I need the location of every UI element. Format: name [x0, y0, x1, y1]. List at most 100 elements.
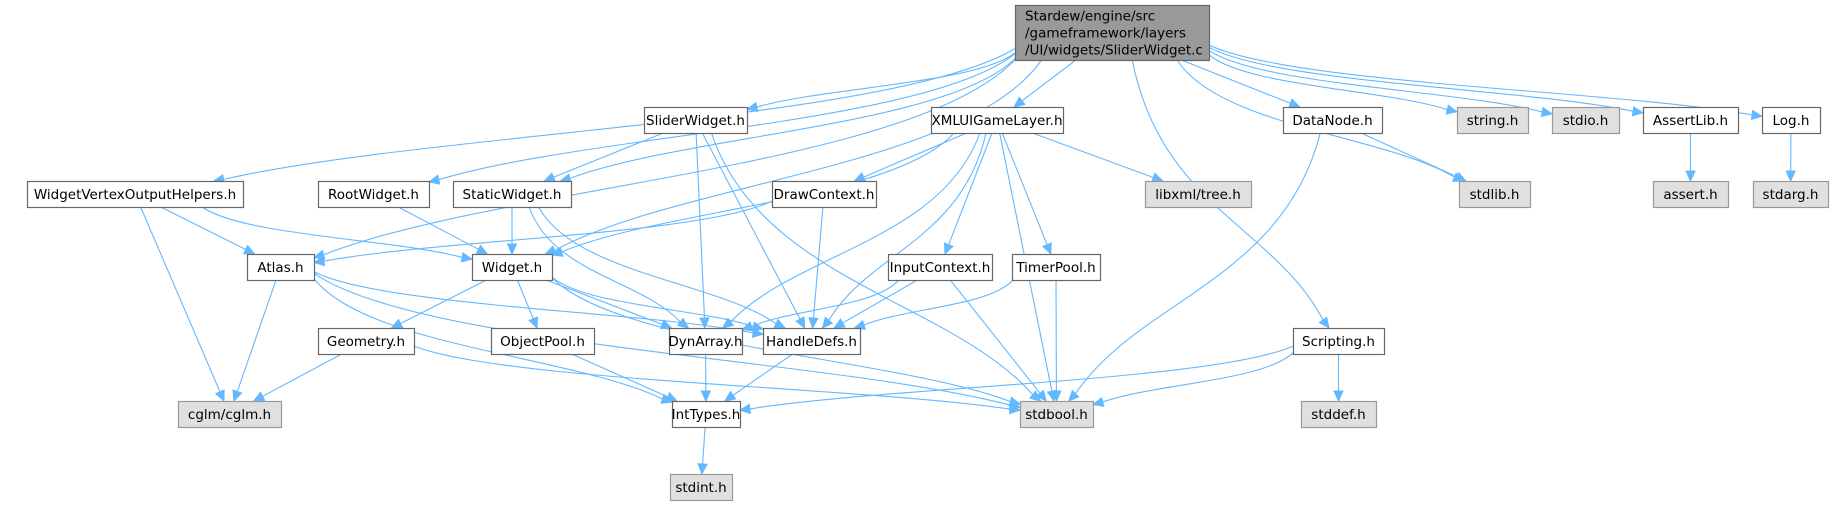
- node-drawcontext-h[interactable]: DrawContext.h: [771, 180, 878, 209]
- node-xmluigamelayer-h[interactable]: XMLUIGameLayer.h: [930, 106, 1065, 135]
- edge-sliderwidget-h-to-dynarray-h: [695, 132, 706, 319]
- node-label: AssertLib.h: [1653, 113, 1728, 129]
- node-box: [669, 473, 734, 502]
- edge-widgetvertexoutputhelpers-h-to-atlas-h: [160, 206, 246, 250]
- node-box: [1642, 106, 1740, 135]
- arrowhead-icon: [1685, 170, 1696, 183]
- edge-inputcontext-h-to-handledefs-h: [842, 279, 918, 324]
- node-box: [1144, 180, 1253, 209]
- edge-sliderwidget-h-to-handledefs-h: [701, 132, 801, 320]
- edge-atlas-h-to-cglm-cglm-h: [236, 279, 277, 392]
- node-label: stdlib.h: [1470, 187, 1520, 203]
- node-box: [930, 106, 1065, 135]
- edge-atlas-h-to-stdbool-h: [313, 272, 1011, 406]
- node-label: assert.h: [1663, 187, 1717, 203]
- node-atlas-h[interactable]: Atlas.h: [246, 253, 316, 282]
- arrowhead-icon: [1091, 396, 1105, 408]
- node-objectpool-h[interactable]: ObjectPool.h: [490, 327, 596, 356]
- node-widgetvertexoutputhelpers-h[interactable]: WidgetVertexOutputHelpers.h: [26, 180, 245, 209]
- node-stdio-h: stdio.h: [1551, 106, 1621, 135]
- edge-widgetvertexoutputhelpers-h-to-cglm-cglm-h: [140, 206, 221, 393]
- node-staticwidget-h[interactable]: StaticWidget.h: [452, 180, 573, 209]
- node-box: [471, 253, 554, 282]
- edge-widget-h-to-handledefs-h: [551, 276, 754, 328]
- node-assert-h: assert.h: [1652, 180, 1730, 209]
- edge-main-to-rootwidget-h: [438, 53, 1016, 181]
- arrowhead-icon: [1318, 316, 1330, 329]
- arrowhead-icon: [1067, 389, 1080, 402]
- arrowhead-icon: [214, 389, 225, 403]
- edge-sliderwidget-h-to-staticwidget-h: [553, 132, 664, 178]
- node-main-file[interactable]: Stardew/engine/src/gameframework/layers/…: [1014, 4, 1211, 62]
- node-stddef-h: stddef.h: [1300, 400, 1378, 429]
- edge-main-to-staticwidget-h: [569, 58, 1016, 179]
- node-box: [490, 327, 596, 356]
- arrowhead-icon: [773, 318, 787, 329]
- node-box: [317, 180, 431, 209]
- node-label: Scripting.h: [1302, 334, 1375, 350]
- edge-scripting-h-to-stdbool-h: [1102, 352, 1294, 403]
- node-box: [668, 327, 744, 356]
- edge-xmluigamelayer-h-to-inputcontext-h: [948, 132, 993, 245]
- node-box: [1019, 400, 1095, 429]
- node-box: [762, 327, 862, 356]
- edge-staticwidget-h-to-handledefs-h: [538, 206, 777, 325]
- node-widget-h[interactable]: Widget.h: [471, 253, 554, 282]
- arrowhead-icon: [1042, 242, 1052, 256]
- arrowhead-icon: [1540, 106, 1554, 118]
- arrowhead-icon: [1785, 170, 1796, 183]
- arrowhead-icon: [528, 316, 539, 330]
- nodes-layer: Stardew/engine/src/gameframework/layers/…: [26, 4, 1830, 502]
- node-box: [671, 400, 742, 429]
- node-assertlib-h[interactable]: AssertLib.h: [1642, 106, 1740, 135]
- arrowhead-icon: [1333, 390, 1344, 403]
- arrowhead-icon: [833, 318, 846, 329]
- node-stdarg-h: stdarg.h: [1752, 180, 1830, 209]
- node-label: Stardew/engine/src: [1025, 9, 1155, 25]
- node-handledefs-h[interactable]: HandleDefs.h: [762, 327, 862, 356]
- edge-objectpool-h-to-inttypes-h: [571, 353, 669, 398]
- arrowhead-icon: [795, 316, 806, 330]
- node-label: DataNode.h: [1292, 113, 1372, 129]
- arrowhead-icon: [808, 317, 819, 330]
- node-label: libxml/tree.h: [1155, 187, 1241, 203]
- node-inputcontext-h[interactable]: InputContext.h: [887, 253, 994, 282]
- node-label: string.h: [1467, 113, 1519, 129]
- edge-timerpool-h-to-handledefs-h: [863, 279, 1014, 326]
- arrowhead-icon: [312, 255, 326, 267]
- arrowhead-icon: [665, 391, 679, 402]
- node-rootwidget-h[interactable]: RootWidget.h: [317, 180, 431, 209]
- edge-widget-h-to-dynarray-h: [545, 279, 663, 325]
- edge-geometry-h-to-stdbool-h: [413, 345, 1011, 410]
- node-log-h[interactable]: Log.h: [1761, 106, 1822, 135]
- edge-xmluigamelayer-h-to-drawcontext-h: [863, 132, 967, 178]
- node-inttypes-h[interactable]: IntTypes.h: [671, 400, 742, 429]
- node-sliderwidget-h[interactable]: SliderWidget.h: [643, 106, 749, 135]
- node-libxml-tree-h: libxml/tree.h: [1144, 180, 1253, 209]
- node-scripting-h[interactable]: Scripting.h: [1292, 327, 1386, 356]
- node-box: [246, 253, 316, 282]
- edge-atlas-h-to-handledefs-h: [313, 271, 754, 334]
- node-label: InputContext.h: [890, 260, 991, 276]
- arrowhead-icon: [1008, 396, 1022, 407]
- edge-drawcontext-h-to-atlas-h: [323, 200, 773, 262]
- node-stdbool-h: stdbool.h: [1019, 400, 1095, 429]
- edge-main-to-xmluigamelayer-h: [1021, 59, 1077, 102]
- node-label: Widget.h: [482, 260, 542, 276]
- edge-inputcontext-h-to-dynarray-h: [751, 279, 900, 328]
- edge-main-to-datanode-h: [1181, 59, 1291, 104]
- node-datanode-h[interactable]: DataNode.h: [1282, 106, 1384, 135]
- node-timerpool-h[interactable]: TimerPool.h: [1011, 253, 1102, 282]
- node-box: [1011, 253, 1102, 282]
- edge-datanode-h-to-stdbool-h: [1075, 132, 1321, 395]
- node-box: [1282, 106, 1384, 135]
- node-box: [887, 253, 994, 282]
- node-geometry-h[interactable]: Geometry.h: [317, 327, 416, 356]
- arrowhead-icon: [1013, 96, 1026, 108]
- node-box: [643, 106, 749, 135]
- edge-main-to-scripting-h: [1131, 59, 1324, 321]
- node-label: stdarg.h: [1763, 187, 1819, 203]
- node-dynarray-h[interactable]: DynArray.h: [668, 327, 744, 356]
- node-box: [1761, 106, 1822, 135]
